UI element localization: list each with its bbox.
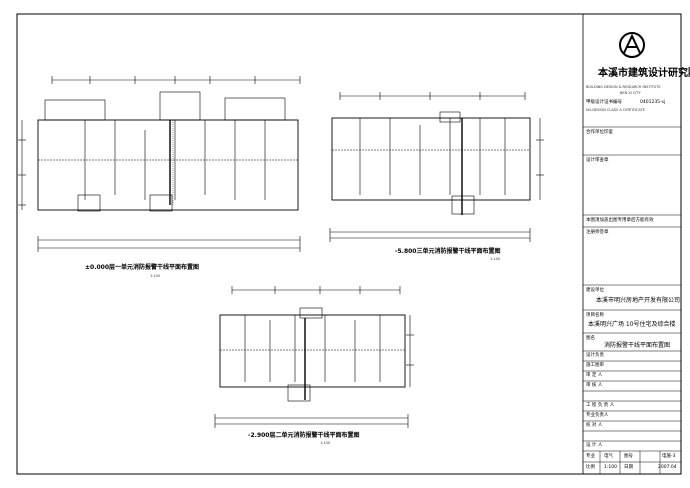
- plan-2-scale: 1:100: [490, 257, 501, 261]
- row-label: 设计负责: [586, 353, 604, 358]
- note-label: 本图须加盖出图专用章后方能有效: [586, 218, 654, 223]
- drawing-value: 消防报警干线平面布置图: [604, 342, 671, 349]
- cert-en: NO.DESIGN CLASS A CERTIFICATE: [586, 108, 645, 112]
- scale-value: 1:100: [604, 465, 617, 470]
- client-label: 建设单位: [586, 288, 604, 293]
- plan-2-caption: -5.800三单元消防报警干线平面布置图: [395, 248, 501, 255]
- sheet-border: [16, 13, 682, 475]
- discipline-value: 电气: [604, 454, 613, 459]
- cert-number: 0401235-sj: [640, 100, 666, 105]
- institute-en-line1: BUILDING DESIGN & RESEARCH INSTITUTE: [586, 85, 661, 89]
- date-label: 日期: [624, 465, 633, 470]
- floor-plan-1: [18, 76, 301, 252]
- floor-plan-3: [214, 286, 414, 428]
- stamp-label: 注册师签章: [586, 230, 609, 235]
- drawing-no-value: 电施-3: [662, 454, 676, 459]
- row-label: 专业负责人: [586, 413, 609, 418]
- row-label: 审 核 人: [586, 383, 603, 388]
- cooperation-label: 合作单位印鉴: [586, 130, 613, 135]
- row-label: 审 定 人: [586, 373, 603, 378]
- institute-logo-icon: [619, 32, 645, 58]
- drawing-label: 图名: [586, 336, 595, 341]
- scale-label: 比例: [586, 465, 595, 470]
- title-block-grid: [583, 126, 681, 474]
- project-value: 本溪明兴广场 10号住宅及综合楼: [588, 321, 676, 328]
- project-label: 项目名称: [586, 313, 604, 318]
- approval-label: 设计审查章: [586, 158, 609, 163]
- institute-name: 本溪市建筑设计研究院: [598, 68, 690, 79]
- institute-en-line2: BEN XI CITY: [620, 91, 641, 95]
- client-value: 本溪市明兴房地产开发有限公司: [596, 297, 681, 304]
- row-label: 校 对 人: [586, 423, 603, 428]
- drawing-no-label: 图号: [624, 454, 633, 459]
- plan-1-caption: ±0.000层一单元消防报警干线平面布置图: [85, 264, 200, 271]
- row-label: 设 计 人: [586, 443, 603, 448]
- plan-3-caption: -2.900层二单元消防报警干线平面布置图: [248, 432, 360, 439]
- plan-3-scale: 1:100: [320, 441, 331, 445]
- floor-plan-2: [329, 92, 544, 242]
- discipline-label: 专业: [586, 454, 595, 459]
- plan-1-scale: 1:100: [150, 274, 161, 278]
- row-label: 工 程 负 责 人: [586, 403, 615, 408]
- cert-label: 甲级设计证书编号: [586, 100, 622, 105]
- row-label: 施工图审: [586, 363, 604, 368]
- date-value: 2007.04: [658, 465, 677, 470]
